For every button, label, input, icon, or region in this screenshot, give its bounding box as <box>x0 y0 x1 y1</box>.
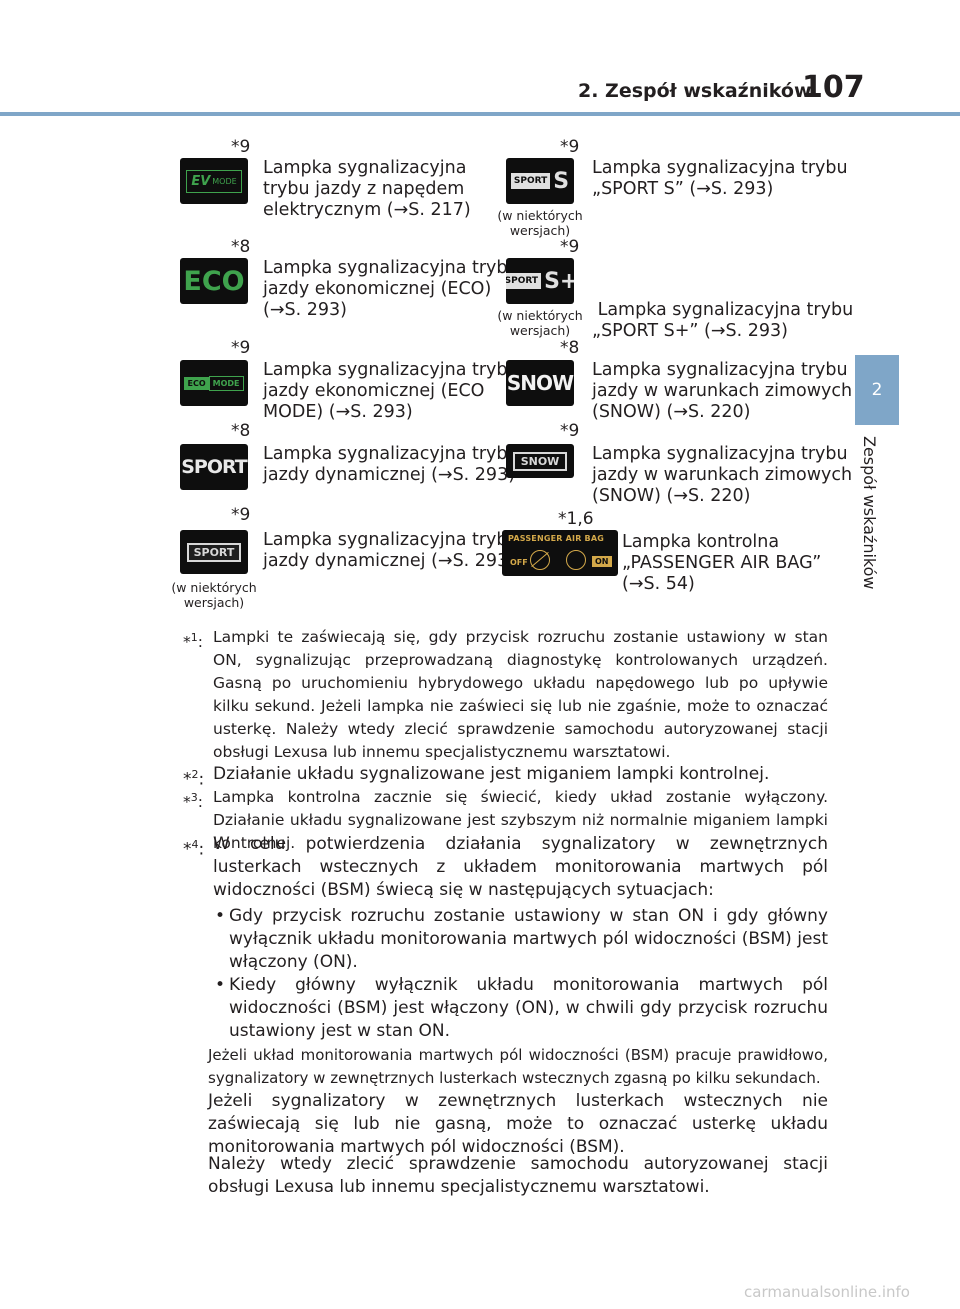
footnote-3: *3: Lampka kontrolna zacznie się świecić… <box>183 788 828 852</box>
indicator-footnote-mark: *8 <box>560 338 580 358</box>
indicator-footnote-mark: *9 <box>560 421 580 441</box>
indicator-description: Lampka kontrolna„PASSENGER AIR BAG”(→S. … <box>622 532 822 594</box>
paragraph: Należy wtedy zlecić sprawdzenie samochod… <box>208 1154 828 1197</box>
eco-indicator-icon: ECO <box>180 258 248 304</box>
header-rule <box>0 112 960 116</box>
indicator-description: Lampka sygnalizacyjna trybu„SPORT S” (→S… <box>592 158 848 199</box>
page-number: 107 <box>802 70 865 105</box>
indicator-footnote-mark: *9 <box>231 505 251 525</box>
snow-indicator-icon: SNOW <box>506 360 574 406</box>
footnote-2: *2: Działanie układu sygnalizowane jest … <box>183 764 770 790</box>
chapter-tab-label: Zespół wskaźników <box>860 436 879 590</box>
indicator-footnote-mark: *8 <box>231 421 251 441</box>
airbag-on-icon <box>566 550 586 570</box>
airbag-off-icon <box>530 550 550 570</box>
footnote-4: *4: W celu potwierdzenia działania sygna… <box>183 834 828 900</box>
sport-outline-indicator-icon: SPORT <box>180 530 248 574</box>
chapter-tab: 2 <box>855 355 899 425</box>
indicator-footnote-mark: *9 <box>560 237 580 257</box>
bullet-item: • Kiedy główny wyłącznik układu monitoro… <box>215 975 828 1041</box>
paragraph: Jeżeli układ monitorowania martwych pól … <box>208 1046 828 1087</box>
watermark: carmanualsonline.info <box>744 1283 910 1301</box>
footnote-1: *1: Lampki te zaświecają się, gdy przyci… <box>183 628 828 761</box>
indicator-footnote-mark: *9 <box>560 137 580 157</box>
indicator-footnote-mark: *9 <box>231 137 251 157</box>
indicator-footnote-mark: *1,6 <box>558 509 594 529</box>
sport-indicator-icon: SPORT <box>180 444 248 490</box>
snow-outline-indicator-icon: SNOW <box>506 444 574 478</box>
section-title: 2. Zespół wskaźników <box>578 80 812 102</box>
indicator-description: Lampka sygnalizacyjna trybu„SPORT S+” (→… <box>592 300 854 341</box>
indicator-footnote-mark: *8 <box>231 237 251 257</box>
indicator-footnote-mark: *9 <box>231 338 251 358</box>
bullet-item: • Gdy przycisk rozruchu zostanie ustawio… <box>215 906 828 972</box>
passenger-air-bag-indicator-icon: PASSENGER AIR BAG OFF ON <box>502 530 618 576</box>
paragraph: Jeżeli sygnalizatory w zewnętrznych lust… <box>208 1091 828 1157</box>
